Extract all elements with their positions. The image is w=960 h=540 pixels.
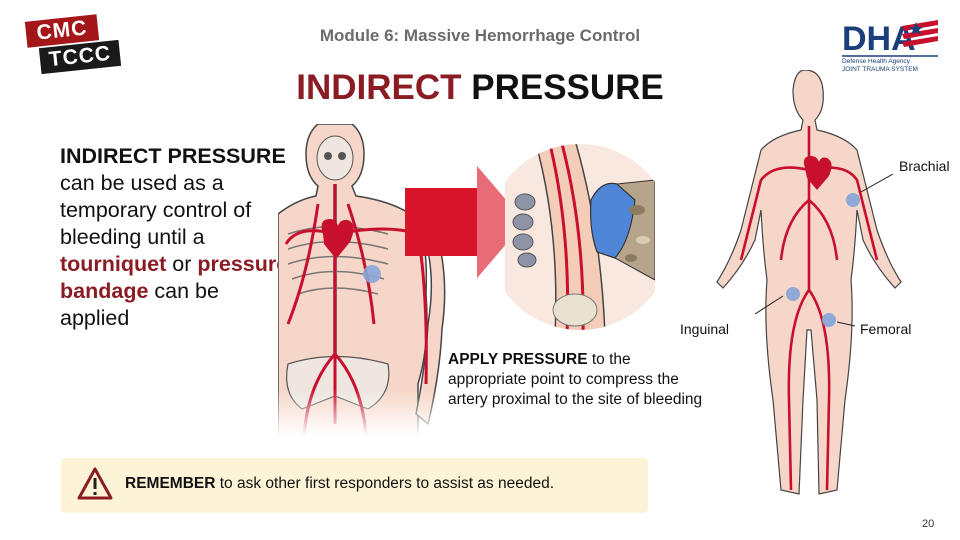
apply-pressure-instruction: APPLY PRESSURE to the appropriate point … xyxy=(448,350,708,410)
brachial-pressure-point xyxy=(846,193,860,207)
dha-line2: JOINT TRAUMA SYSTEM xyxy=(842,66,918,73)
indirect-pressure-description: INDIRECT PRESSURE can be used as a tempor… xyxy=(60,143,290,332)
label-femoral: Femoral xyxy=(860,321,912,337)
dha-logo: DHA Defense Health Agency JOINT TRAUMA S… xyxy=(840,16,940,74)
desc-bold: INDIRECT PRESSURE xyxy=(60,144,286,168)
desc-end: can be applied xyxy=(60,279,219,330)
slide-title: INDIRECT PRESSURE xyxy=(0,68,960,108)
dha-line1: Defense Health Agency xyxy=(842,58,911,65)
title-part-red: INDIRECT xyxy=(296,68,462,107)
hand-pressing-arm-illustration xyxy=(505,144,655,330)
apply-text: to the appropriate point to compress the… xyxy=(448,351,703,408)
remember-text: REMEMBER to ask other first responders t… xyxy=(125,475,554,493)
remember-bold: REMEMBER xyxy=(125,475,216,492)
desc-or: or xyxy=(166,252,198,276)
inguinal-pressure-point xyxy=(786,287,800,301)
page-number: 20 xyxy=(922,518,935,530)
title-part-black: PRESSURE xyxy=(461,68,664,107)
desc-tourniquet: tourniquet xyxy=(60,252,167,276)
full-body-pressure-points-diagram xyxy=(716,70,902,495)
warning-icon xyxy=(77,467,113,500)
desc-line: can be used as a temporary control of bl… xyxy=(60,171,252,249)
label-brachial: Brachial xyxy=(899,158,950,174)
remember-callout: REMEMBER to ask other first responders t… xyxy=(61,458,648,513)
label-inguinal: Inguinal xyxy=(680,321,730,337)
apply-bold: APPLY PRESSURE xyxy=(448,351,588,368)
femoral-pressure-point xyxy=(822,313,836,327)
dha-flag-icon: DHA Defense Health Agency JOINT TRAUMA S… xyxy=(842,20,938,73)
desc-pressure-bandage: pressure bandage xyxy=(60,252,289,303)
direction-arrow-icon xyxy=(405,166,525,278)
remember-rest: to ask other first responders to assist … xyxy=(215,475,555,492)
torso-illustration xyxy=(278,124,450,436)
module-title: Module 6: Massive Hemorrhage Control xyxy=(319,26,641,45)
